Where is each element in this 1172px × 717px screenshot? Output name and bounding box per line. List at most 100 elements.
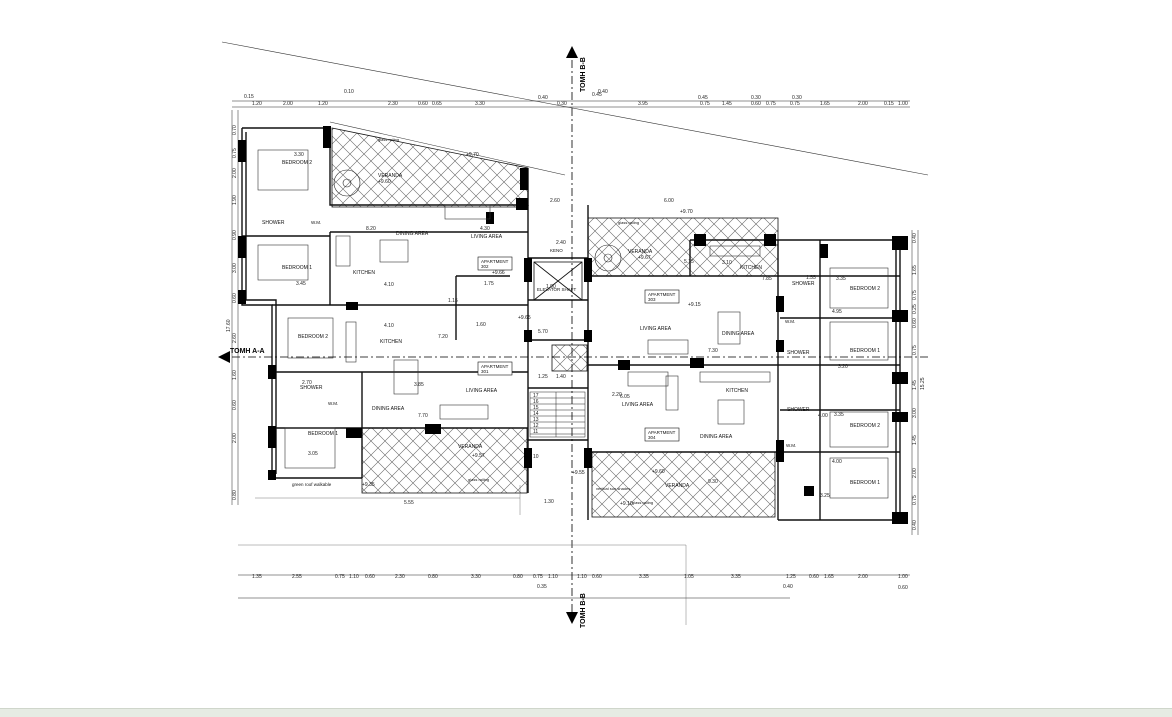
dim-label: 1.10 [349,574,359,580]
sofa [439,404,489,420]
dim-label: 7.20 [438,334,448,340]
stair-numbers: 17 16 15 14 13 12 11 10 [533,393,539,460]
dim-label: 5.70 [538,329,548,335]
room-label: BEDROOM 1 [850,480,880,486]
level-marker: +9.70 [466,152,479,158]
kitchen-counter [665,375,679,411]
kitchen-counter [345,321,357,363]
dim-label: 3.30 [475,101,485,107]
room-label: W.M. [311,220,321,225]
dim-label: 3.05 [308,451,318,457]
dim-label: 0.80 [513,574,523,580]
section-markers [232,60,930,615]
dim-label: 3.35 [836,276,846,282]
dim-label: 1.20 [318,101,328,107]
room-label: LIVING AREA [471,234,503,240]
room-label: BEDROOM 1 [282,265,312,271]
dim-label: 1.90 [546,284,556,290]
dim-label: 1.60 [476,322,486,328]
dim-label: 3.10 [722,260,732,266]
dim-label: 0.10 [344,89,354,95]
dim-label: 2.70 [302,380,312,386]
dim-label: 0.80 [232,490,238,500]
room-label: W.M. [786,443,796,448]
dim-label: 0.60 [365,574,375,580]
dim-label: 7.30 [708,348,718,354]
dim-label: 1.60 [232,370,238,380]
room-label: DINING AREA [722,331,755,337]
top-dimension-string [232,100,910,108]
room-label: glass railing [618,220,639,225]
furniture [257,149,889,499]
dim-label: 2.30 [395,574,405,580]
dim-label: 1.25 [538,374,548,380]
room-label: DINING AREA [372,406,405,412]
level-marker: +9.70 [680,209,693,215]
dim-label: 2.00 [858,101,868,107]
dim-label: 0.75 [533,574,543,580]
dim-label: 0.70 [232,125,238,135]
room-label: glass railing [632,500,653,505]
room-label: ELEVATOR SHAFT [537,287,577,292]
room-label: DINING AREA [396,231,429,237]
apartment-labels: APARTMENT 302 APARTMENT 303 APARTMENT 30… [477,256,680,442]
room-label: KITCHEN [353,270,375,276]
bed [257,149,309,191]
section-arrows [218,46,578,624]
bed [257,244,309,281]
room-label: KITCHEN [380,339,402,345]
kitchen-counter [335,235,351,267]
apartment-tag [644,427,680,442]
dim-label: 2.20 [612,392,622,398]
level-marker: +9.66 [492,270,505,276]
level-marker: +9.67 [638,255,651,261]
dim-label: 1.75 [484,281,494,287]
guide-lines [238,485,687,625]
section-label-aa: TOMH A-A [230,348,265,355]
dim-label: 9.30 [708,479,718,485]
dim-label: 0.25 [912,304,918,314]
dim-label: 3.30 [471,574,481,580]
stair-number: 13 [533,417,539,423]
room-label: KITCHEN [740,265,762,271]
dim-label: 1.65 [824,574,834,580]
dim-label: 0.90 [232,230,238,240]
dim-label: 0.30 [792,95,802,101]
room-label: KENO [550,248,563,253]
dim-label: 1.45 [912,435,918,445]
level-marker: +9.55 [572,470,585,476]
bed [829,457,889,499]
dim-label: 0.30 [751,95,761,101]
dim-label: 1.20 [252,101,262,107]
room-label: W.M. [328,401,338,406]
dim-label: 2.00 [232,433,238,443]
site-boundary-line [221,41,929,176]
room-label: LIVING AREA [640,326,672,332]
dim-label: 0.35 [537,584,547,590]
dim-label: 2.00 [232,168,238,178]
apartment-number: 301 [481,369,489,374]
dim-label: 2.40 [556,240,566,246]
apartment-tag [477,361,513,376]
room-label: BEDROOM 2 [850,286,880,292]
dim-label: 3.35 [639,574,649,580]
dim-label: 4.10 [384,323,394,329]
dim-label: 0.60 [809,574,819,580]
dim-label: 0.45 [592,92,602,98]
level-marker: +9.60 [652,469,665,475]
dim-label: 2.00 [283,101,293,107]
room-label: SHOWER [787,350,810,356]
bed [287,317,334,359]
dim-label: 0.15 [884,101,894,107]
dim-label: 3.35 [834,412,844,418]
room-label: KITCHEN [726,388,748,394]
dim-label: 1.05 [684,574,694,580]
dim-label: 1.40 [556,374,566,380]
room-label: VERANDA [458,444,483,450]
dim-label: 0.60 [232,293,238,303]
room-label: SHOWER [262,220,285,226]
room-labels: BEDROOM 2 BEDROOM 1 BEDROOM 2 BEDROOM 1 … [262,137,880,505]
dim-label: 0.75 [790,101,800,107]
dim-label: 2.55 [292,574,302,580]
